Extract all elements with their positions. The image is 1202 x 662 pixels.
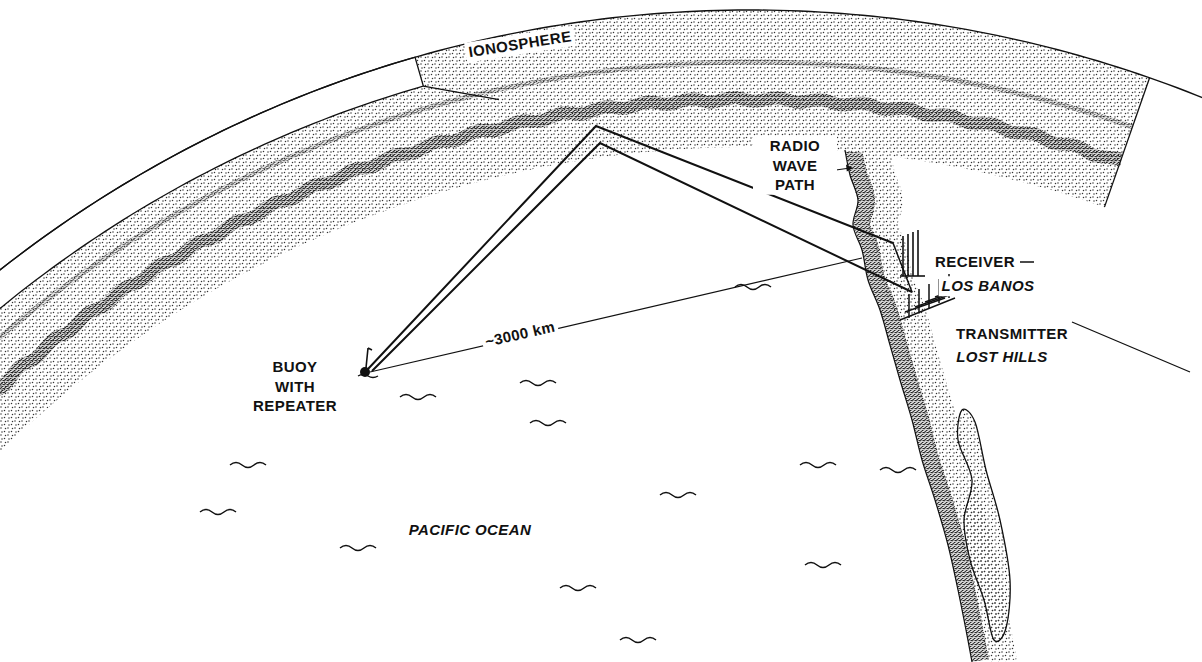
- path-label: RADIO WAVE PATH: [753, 136, 837, 195]
- ocean-wave: [200, 510, 236, 515]
- ionosphere-band: [0, 10, 1150, 489]
- buoy-wave: [358, 375, 378, 378]
- ocean-wave: [560, 586, 596, 591]
- ocean-wave: [800, 463, 836, 468]
- ocean-wave: [400, 395, 436, 400]
- ocean-wave: [805, 563, 841, 568]
- atmosphere-cutaway: [0, 57, 423, 415]
- cutaway-step: [423, 86, 499, 100]
- ocean-label: PACIFIC OCEAN: [406, 520, 534, 540]
- ionosphere-layer-edge: [0, 62, 1132, 431]
- receiver-antenna: [900, 230, 925, 276]
- buoy: [360, 367, 370, 377]
- band-cut-edge: [1104, 78, 1149, 207]
- distance-label: ~3000 km: [480, 316, 560, 352]
- place-label: LOS BANOS: [939, 276, 1038, 296]
- station-label: RECEIVER: [932, 252, 1018, 272]
- ocean-wave: [880, 468, 916, 473]
- inland-valley: [958, 409, 1011, 641]
- leader-arrowhead: [846, 165, 853, 172]
- ionosphere-dense-layer: [0, 98, 1121, 454]
- ocean-wave: [620, 638, 656, 643]
- buoy-antenna: [366, 348, 372, 368]
- layer-label: IONOSPHERE: [464, 26, 576, 62]
- ocean-wave: [735, 285, 771, 290]
- station-label: TRANSMITTER: [953, 324, 1071, 344]
- ocean-wave: [660, 493, 696, 498]
- place-label: LOST HILLS: [953, 347, 1051, 367]
- distance-line: [370, 258, 862, 372]
- coastline: [845, 150, 972, 662]
- outer-atmosphere-line: [0, 10, 1202, 395]
- ocean-wave: [530, 421, 566, 426]
- radio-wave-path: [368, 126, 893, 369]
- ocean-wave: [230, 463, 266, 468]
- ocean-wave: [520, 381, 556, 386]
- ocean-wave: [340, 546, 376, 551]
- buoy-label: BUOY WITH REPEATER: [246, 357, 344, 416]
